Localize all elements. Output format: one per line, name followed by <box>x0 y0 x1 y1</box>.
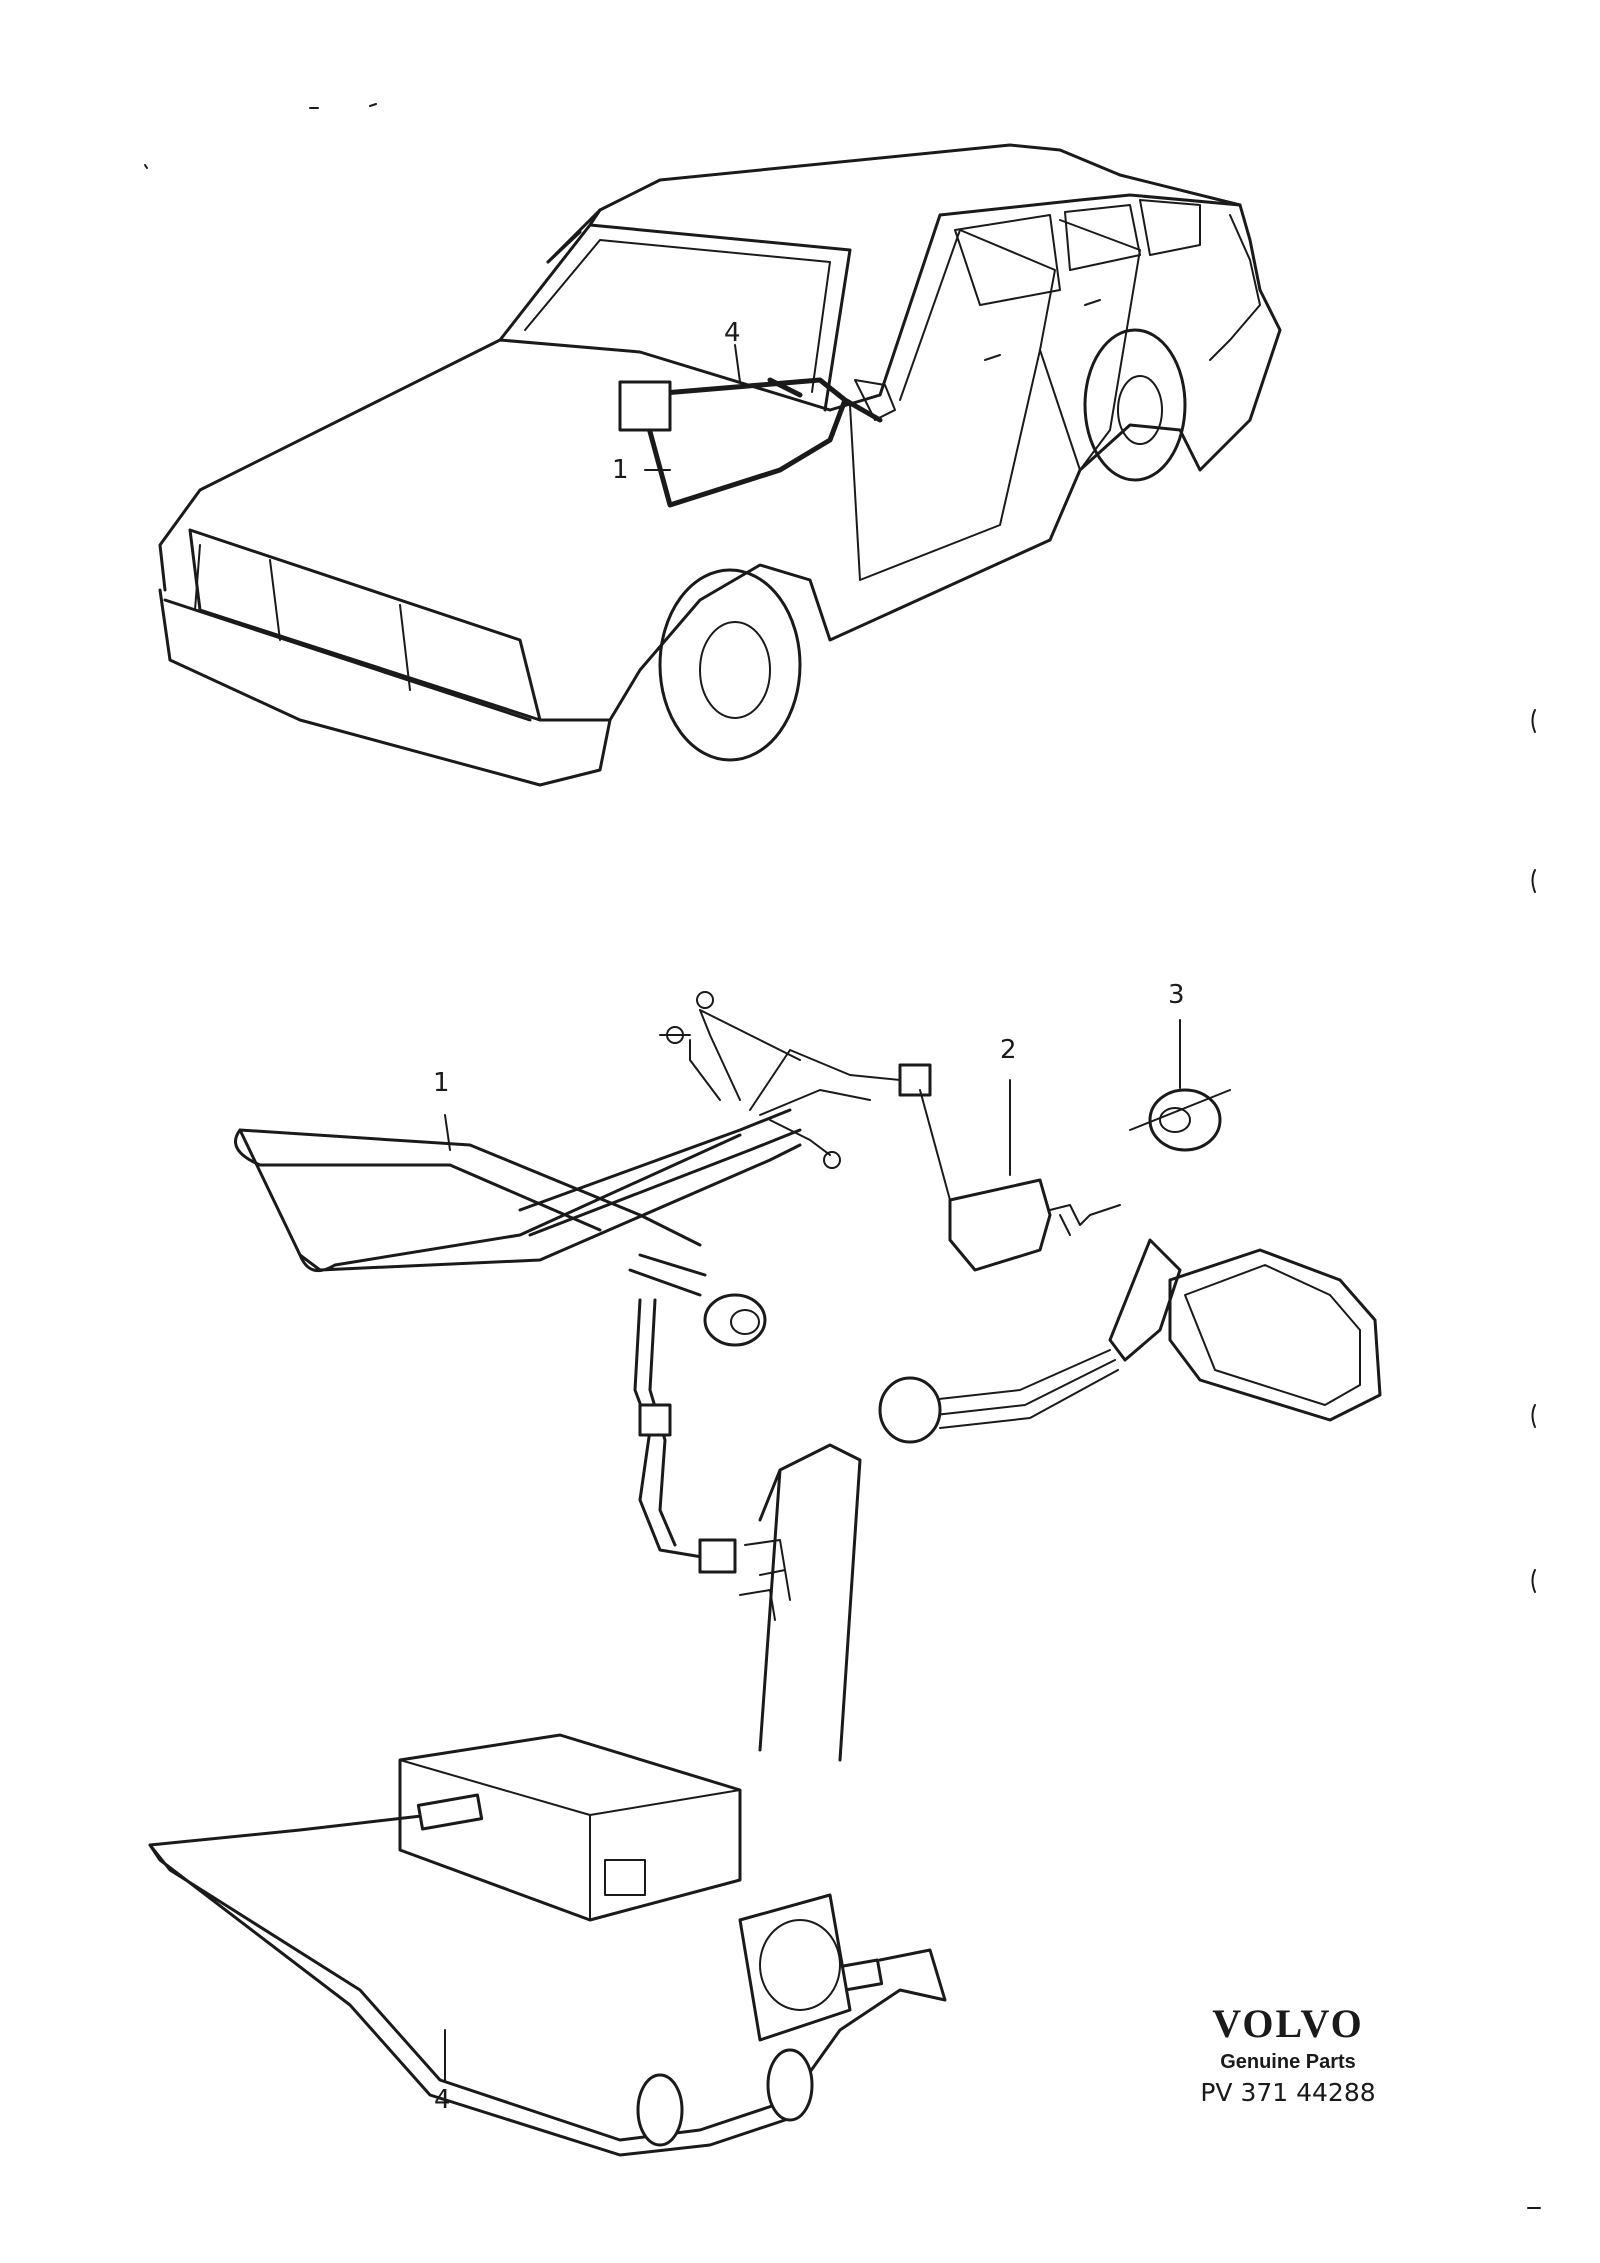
bracket-glyph-icon <box>1531 1569 1536 1593</box>
mirror-plug <box>878 1376 942 1444</box>
brand-block: VOLVO Genuine Parts PV 371 44288 <box>1188 2000 1388 2107</box>
diagram-reference: PV 371 44288 <box>1200 2078 1376 2107</box>
callout-nut-3: 3 <box>1168 980 1185 1010</box>
bracket-glyph-icon <box>1531 709 1536 733</box>
harness-main-loop <box>234 1128 802 1273</box>
car-roof <box>546 143 1262 292</box>
bracket-glyph-icon <box>1531 869 1536 893</box>
antenna-socket-ring <box>759 1919 841 2011</box>
rear-fender <box>1209 214 1261 361</box>
switch-shaft <box>1049 1204 1121 1236</box>
grille-lines <box>194 544 411 691</box>
door-handle-front <box>984 354 1001 361</box>
callout-line-1-harness <box>444 1114 451 1151</box>
ring-terminal-lower <box>823 1151 841 1169</box>
cable-grommet-left <box>636 2073 684 2147</box>
car-side-lower <box>608 288 1282 722</box>
ring-terminal-top <box>696 991 714 1009</box>
pillar-connector <box>698 1538 737 1574</box>
car-hood <box>158 338 832 592</box>
front-wheel <box>658 568 802 762</box>
mirror-wires <box>929 1349 1119 1429</box>
volvo-logo: VOLVO <box>1212 2001 1364 2046</box>
callout-harness-1: 1 <box>433 1068 450 1098</box>
door-handle-rear <box>1084 299 1101 306</box>
mirror-switch <box>948 1178 1052 1272</box>
radio-box <box>398 1733 742 1922</box>
car-side-top <box>828 193 1242 412</box>
windshield-inner <box>524 239 831 393</box>
stray-mark <box>144 103 1541 2209</box>
cable-plug-left <box>416 1793 484 1831</box>
a-pillar <box>758 1443 862 1762</box>
callout-line-car-4 <box>734 344 741 383</box>
door-mirror-housing <box>1168 1248 1382 1422</box>
callout-car-1: 1 <box>612 455 629 485</box>
harness-lower-branch <box>633 1298 722 1562</box>
door-rear <box>1039 219 1141 471</box>
callout-cable-4: 4 <box>434 2085 451 2115</box>
radio-box-edges <box>399 1759 741 1921</box>
harness-plug <box>628 1253 707 1297</box>
car-mirror <box>854 379 896 421</box>
mirror-glass <box>1184 1264 1361 1406</box>
harness-main-trunk <box>518 1108 802 1237</box>
side-windows <box>954 199 1201 306</box>
nut-hole <box>1159 1107 1191 1133</box>
brand-tagline: Genuine Parts <box>1220 2051 1356 2073</box>
mirror-mount-triangle <box>1108 1238 1182 1362</box>
car-radio-unit <box>618 380 672 432</box>
bracket-glyph-icon <box>1531 1404 1536 1428</box>
rear-wheel <box>1083 328 1187 482</box>
antenna-socket-plate <box>738 1893 852 2042</box>
small-connector <box>898 1063 932 1097</box>
cable-grommet-right <box>766 2048 814 2122</box>
callout-switch-2: 2 <box>1000 1035 1017 1065</box>
harness-branch-wires <box>659 1009 901 1156</box>
front-hubcap <box>699 621 771 719</box>
callout-car-4: 4 <box>724 318 741 348</box>
switch-wire <box>919 1089 951 1201</box>
rear-hubcap <box>1117 375 1163 445</box>
round-connector-face <box>730 1309 760 1335</box>
mounting-nut <box>1148 1088 1222 1152</box>
inline-grommet <box>638 1403 672 1437</box>
radio-socket <box>604 1859 646 1896</box>
nut-axis <box>1129 1089 1231 1131</box>
ring-terminal-left <box>666 1026 684 1044</box>
pillar-clips <box>739 1539 791 1621</box>
car-harness-highlight <box>637 377 883 508</box>
car-windshield <box>498 208 852 412</box>
